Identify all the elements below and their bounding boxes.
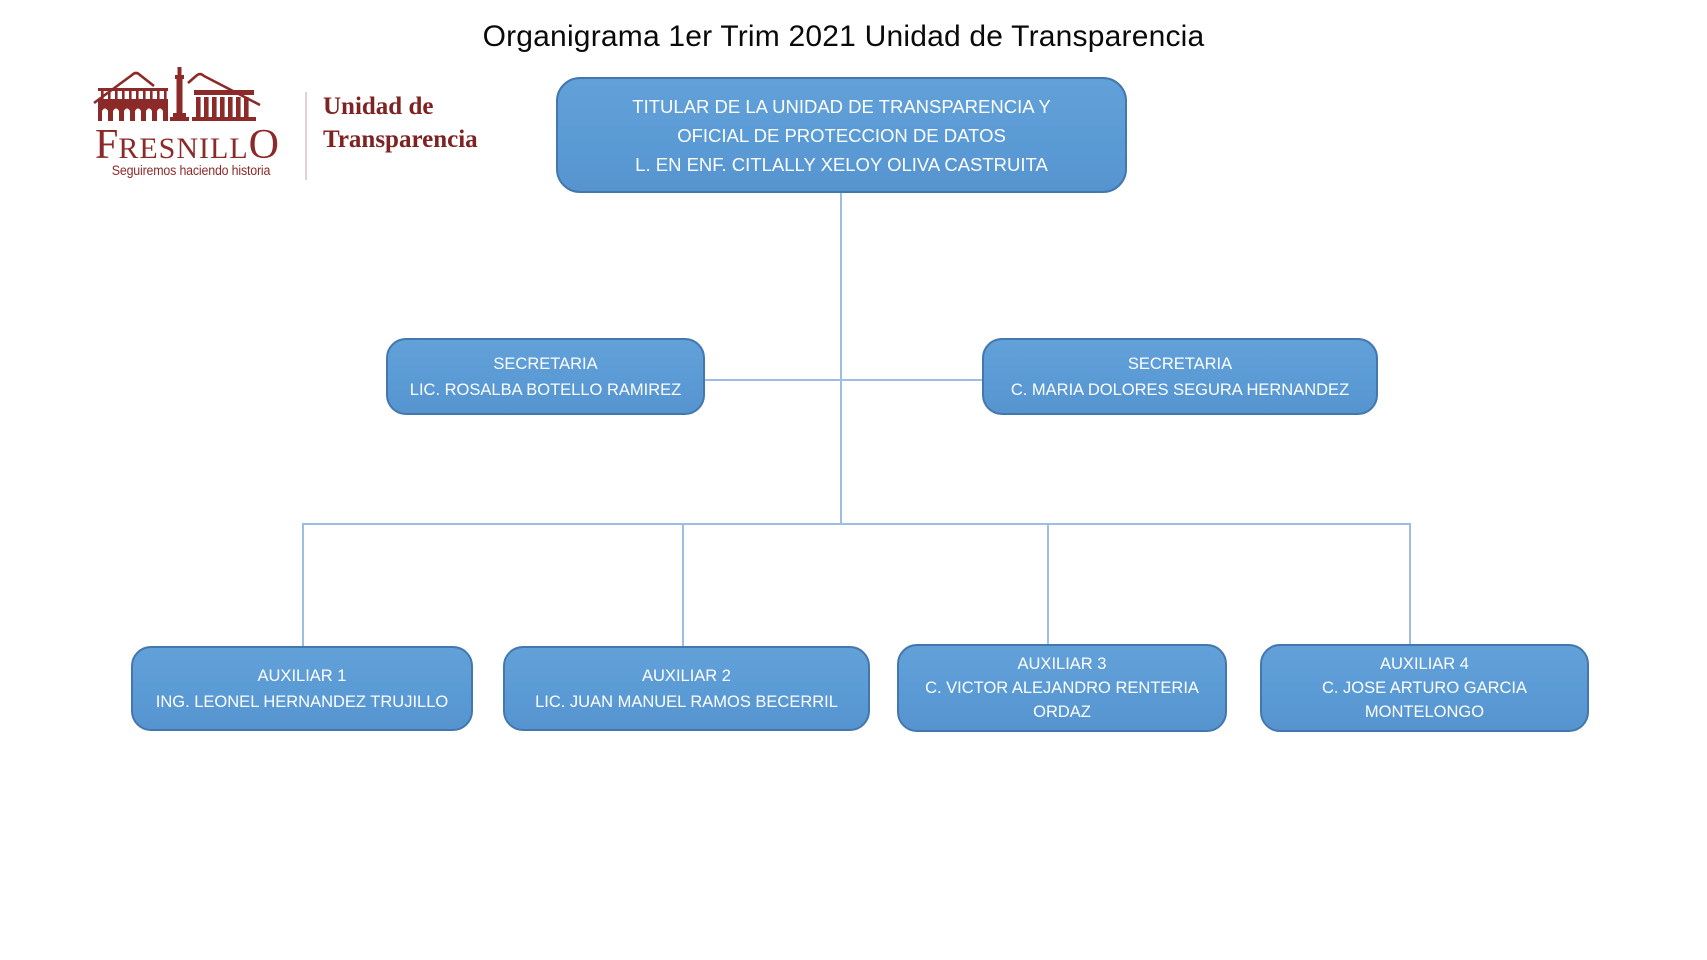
connector-secretaries	[705, 379, 982, 381]
titular-role-line1: TITULAR DE LA UNIDAD DE TRANSPARENCIA Y	[632, 95, 1051, 117]
auxiliar1-role: AUXILIAR 1	[257, 666, 347, 685]
brand-letter-last: O	[248, 122, 280, 168]
auxiliar1-person: ING. LEONEL HERNANDEZ TRUJILLO	[155, 692, 449, 711]
auxiliar4-person-line1: C. JOSE ARTURO GARCIA	[1321, 679, 1528, 697]
auxiliar4-role: AUXILIAR 4	[1380, 655, 1469, 673]
org-node-auxiliar-4: AUXILIAR 4 C. JOSE ARTURO GARCIA MONTELO…	[1260, 644, 1589, 732]
unit-name-line2: Transparencia	[323, 126, 478, 153]
connector-drop-3	[1047, 523, 1049, 645]
auxiliar3-role: AUXILIAR 3	[1017, 655, 1107, 673]
org-node-secretaria-derecha: SECRETARIA C. MARIA DOLORES SEGURA HERNA…	[982, 338, 1378, 415]
page-title: Organigrama 1er Trim 2021 Unidad de Tran…	[482, 20, 1205, 53]
secretaria-izq-role: SECRETARIA	[493, 354, 598, 373]
auxiliar4-person-line2: MONTELONGO	[1364, 703, 1485, 721]
secretaria-izq-person: LIC. ROSALBA BOTELLO RAMIREZ	[409, 380, 682, 399]
auxiliar2-person: LIC. JUAN MANUEL RAMOS BECERRIL	[535, 692, 838, 711]
brand-tagline: Seguiremos haciendo historia	[111, 163, 271, 178]
unit-name: Unidad de Transparencia	[323, 90, 478, 156]
titular-role-line2: OFICIAL DE PROTECCION DE DATOS	[677, 124, 1006, 146]
connector-drop-1	[302, 523, 304, 647]
org-node-titular: TITULAR DE LA UNIDAD DE TRANSPARENCIA Y …	[556, 77, 1127, 193]
unit-name-line1: Unidad de	[323, 93, 434, 120]
connector-distribution	[302, 523, 1411, 525]
connector-trunk	[840, 193, 842, 524]
auxiliar3-person-line1: C. VICTOR ALEJANDRO RENTERIA	[925, 679, 1199, 697]
connector-drop-4	[1409, 523, 1411, 645]
connector-drop-2	[682, 523, 684, 647]
brand-letters-mid: RESNILL	[118, 132, 249, 165]
org-node-secretaria-izquierda: SECRETARIA LIC. ROSALBA BOTELLO RAMIREZ	[386, 338, 705, 415]
titular-person: L. EN ENF. CITLALLY XELOY OLIVA CASTRUIT…	[635, 153, 1048, 175]
secretaria-der-role: SECRETARIA	[1127, 354, 1233, 373]
org-node-auxiliar-2: AUXILIAR 2 LIC. JUAN MANUEL RAMOS BECERR…	[503, 646, 870, 731]
brand-letter-first: F	[94, 122, 119, 168]
auxiliar3-person-line2: ORDAZ	[1033, 703, 1091, 721]
org-node-auxiliar-3: AUXILIAR 3 C. VICTOR ALEJANDRO RENTERIA …	[897, 644, 1227, 732]
fresnillo-wordmark: FRESNILLO	[76, 122, 298, 177]
auxiliar2-role: AUXILIAR 2	[642, 666, 731, 685]
secretaria-der-person: C. MARIA DOLORES SEGURA HERNANDEZ	[1010, 380, 1350, 399]
logo-divider	[305, 92, 307, 180]
org-node-auxiliar-1: AUXILIAR 1 ING. LEONEL HERNANDEZ TRUJILL…	[131, 646, 473, 731]
fresnillo-skyline-icon	[93, 67, 261, 121]
